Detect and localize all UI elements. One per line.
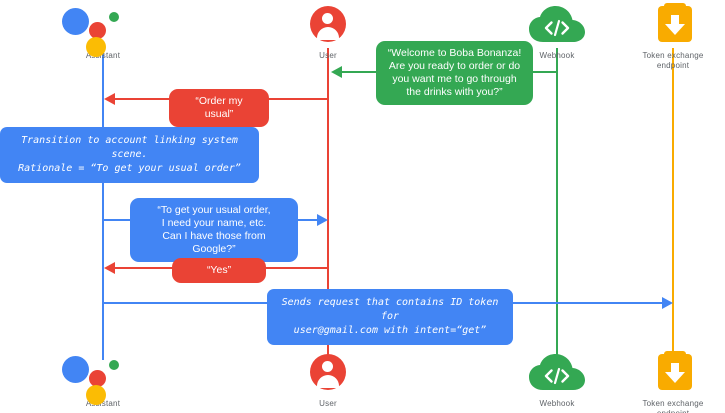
lifeline-token-endpoint [672, 48, 674, 360]
download-box-icon [618, 351, 725, 396]
actor-assistant-top[interactable]: Assistant [48, 4, 158, 61]
user-icon-head [322, 361, 333, 372]
actor-webhook-bottom[interactable]: Webhook [502, 352, 612, 409]
actor-assistant-bottom[interactable]: Assistant [48, 352, 158, 409]
assistant-dot-red [89, 22, 106, 39]
arrow-head-order-my-usual [104, 93, 115, 105]
user-icon-head [322, 13, 333, 24]
assistant-dot-blue [62, 8, 89, 35]
actor-webhook-top[interactable]: Webhook [502, 4, 612, 61]
lifeline-assistant [102, 50, 104, 360]
assistant-dot-green [109, 360, 119, 370]
actor-label-user: User [319, 399, 337, 408]
arrow-head-yes [104, 262, 115, 274]
user-person-icon [273, 4, 383, 48]
actor-label-assistant: Assistant [85, 51, 121, 60]
bubble-sends-request: Sends request that contains ID token for… [267, 289, 513, 345]
bubble-need-your-name: “To get your usual order, I need your na… [130, 198, 298, 262]
actor-user-bottom[interactable]: User [273, 352, 383, 409]
cloud-code-svg [529, 6, 585, 42]
actor-label-token-endpoint: Token exchange endpoint [642, 399, 704, 413]
assistant-dot-yellow [86, 385, 106, 405]
actor-user-top[interactable]: User [273, 4, 383, 61]
bubble-yes: “Yes” [172, 258, 266, 283]
cloud-code-icon [502, 352, 612, 396]
token-arrow-head [665, 24, 685, 35]
token-arrow-head [665, 372, 685, 383]
arrow-head-need-your-name [317, 214, 328, 226]
actor-token-endpoint-top[interactable]: Token exchange endpoint [618, 3, 725, 71]
assistant-dot-green [109, 12, 119, 22]
token-arrow-stem [671, 363, 679, 374]
actor-label-assistant: Assistant [85, 399, 121, 408]
google-assistant-icon [48, 4, 158, 57]
bubble-welcome: “Welcome to Boba Bonanza! Are you ready … [376, 41, 533, 105]
assistant-dot-red [89, 370, 106, 387]
actor-label-webhook: Webhook [539, 51, 575, 60]
cloud-code-icon [502, 4, 612, 48]
user-icon-body [317, 375, 339, 388]
lifeline-user [327, 48, 329, 360]
bubble-transition-note: Transition to account linking system sce… [0, 127, 259, 183]
actor-label-token-endpoint: Token exchange endpoint [642, 51, 704, 70]
cloud-code-svg [529, 354, 585, 390]
user-person-icon [273, 352, 383, 396]
actor-label-user: User [319, 51, 337, 60]
lifeline-webhook [556, 48, 558, 360]
bubble-order-my-usual: “Order my usual” [169, 89, 269, 127]
assistant-dot-yellow [86, 37, 106, 57]
assistant-dot-blue [62, 356, 89, 383]
actor-label-webhook: Webhook [539, 399, 575, 408]
token-arrow-stem [671, 15, 679, 26]
download-box-icon [618, 3, 725, 48]
google-assistant-icon [48, 352, 158, 405]
actor-token-endpoint-bottom[interactable]: Token exchange endpoint [618, 351, 725, 413]
user-icon-body [317, 27, 339, 40]
arrow-head-sends-request [662, 297, 673, 309]
arrow-head-welcome [331, 66, 342, 78]
